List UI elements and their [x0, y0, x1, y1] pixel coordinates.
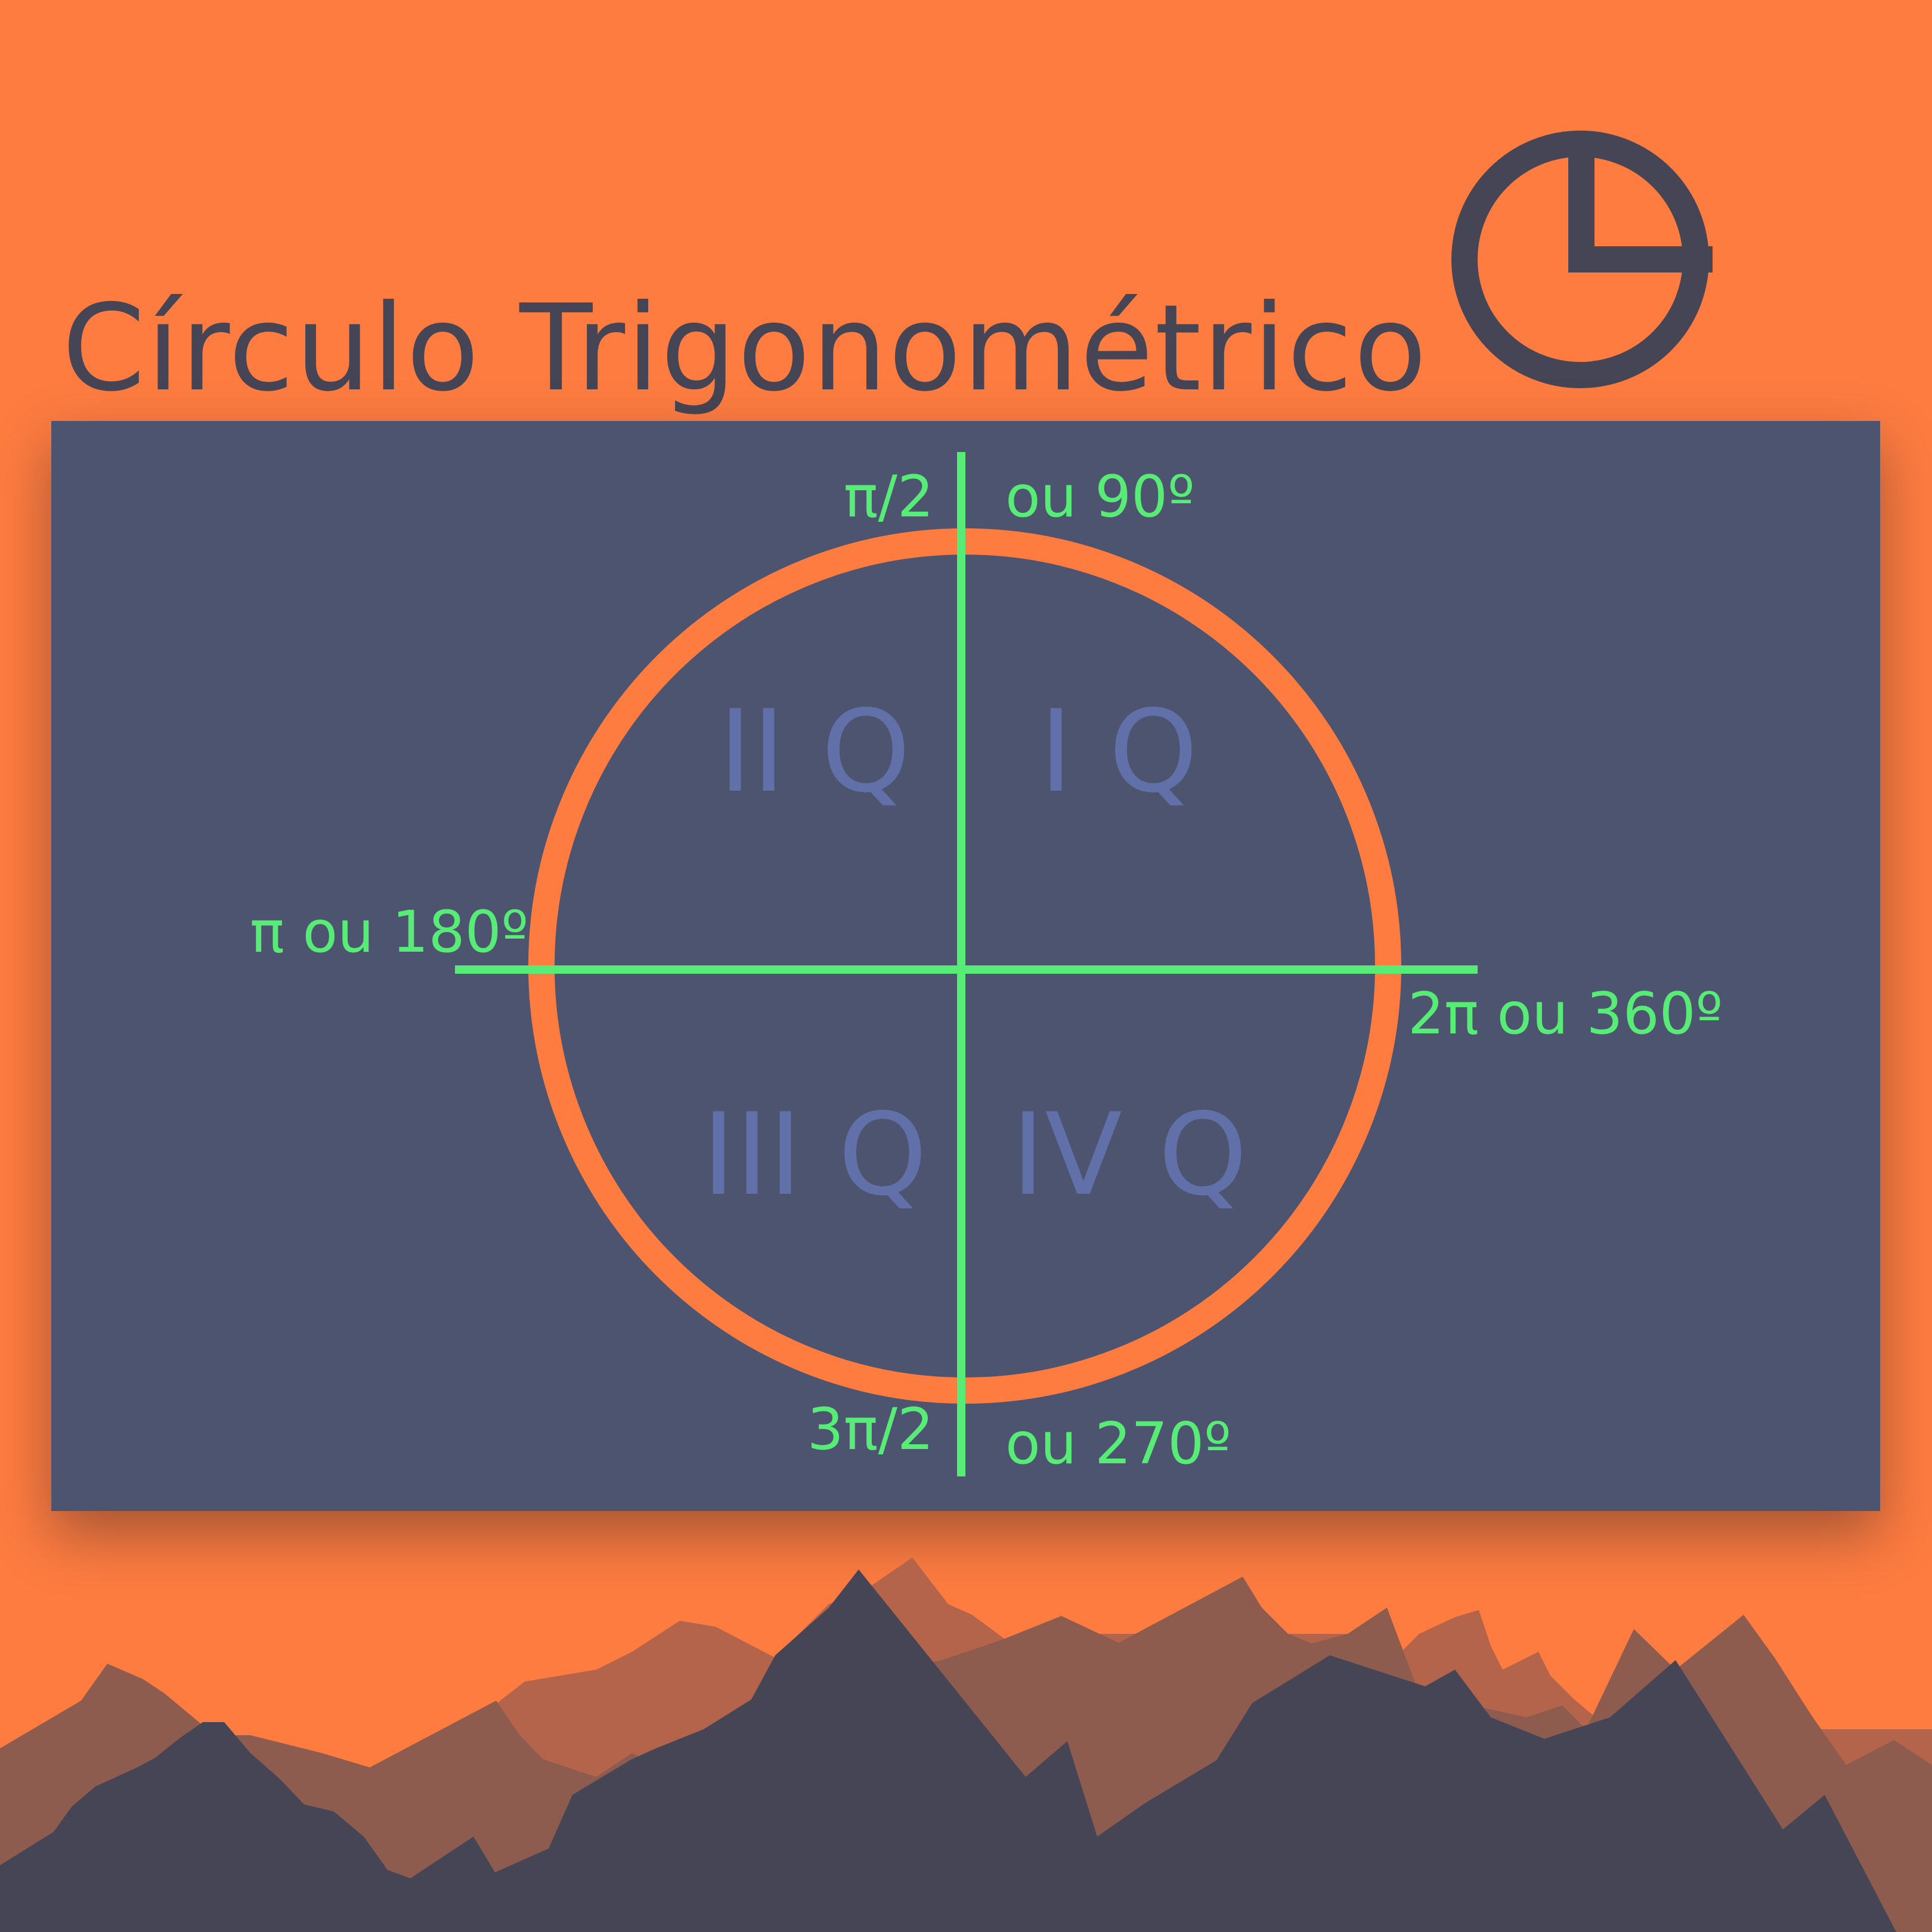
diagram-panel: I Q II Q III Q IV Q π/2 ou 90º π ou 180º… [51, 421, 1880, 1511]
page-title: Círculo Trigonométrico [62, 279, 1428, 418]
quadrant-label-q1: I Q [1039, 686, 1198, 818]
angle-label-right: 2π ou 360º [1408, 980, 1723, 1047]
quadrant-label-q3: III Q [702, 1089, 927, 1221]
angle-label-top-deg: ou 90º [1005, 463, 1194, 530]
angle-label-bottom-rad: 3π/2 [807, 1396, 934, 1463]
angle-label-left: π ou 180º [250, 899, 528, 965]
angle-label-bottom-deg: ou 270º [1005, 1410, 1231, 1477]
clock-icon [1451, 131, 1713, 388]
angle-label-top-rad: π/2 [844, 463, 934, 530]
quadrant-label-q2: II Q [719, 686, 911, 818]
quadrant-label-q4: IV Q [1011, 1089, 1247, 1221]
unit-circle-diagram: I Q II Q III Q IV Q π/2 ou 90º π ou 180º… [250, 452, 1723, 1477]
